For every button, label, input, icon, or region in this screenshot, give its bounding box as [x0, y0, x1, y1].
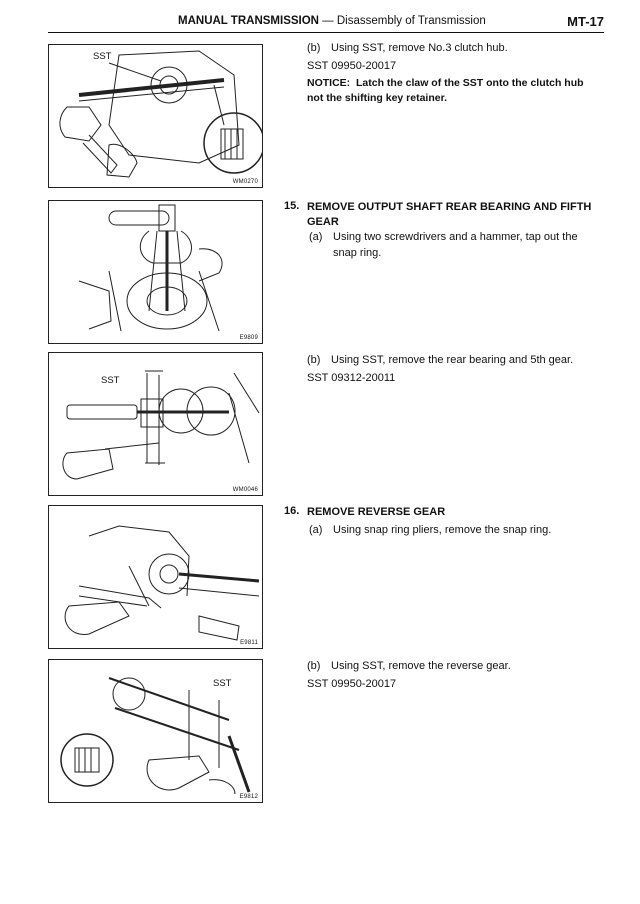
substep-text: Using snap ring pliers, remove the snap …: [333, 524, 552, 536]
figure-clutch-hub-removal: SST WM0270: [48, 44, 263, 188]
substep-text-line-1: Using two screwdrivers and a hammer, tap…: [333, 231, 578, 243]
illustration-clutch-hub: [59, 50, 262, 178]
page-header: MANUAL TRANSMISSION — Disassembly of Tra…: [48, 12, 604, 33]
substep-text: Using SST, remove the rear bearing and 5…: [331, 354, 574, 366]
sst-number: SST 09950-20017: [307, 60, 397, 72]
substep-label: (b): [307, 660, 321, 672]
illustration-snap-ring-hammer: [78, 204, 223, 332]
figure-code: WM0046: [232, 487, 258, 493]
figure-code: E9809: [239, 335, 258, 341]
sst-number: SST 09950-20017: [307, 678, 397, 690]
figure-reverse-snap-ring: E9811: [48, 505, 263, 649]
figure-rear-bearing-removal: SST WM0046: [48, 352, 263, 496]
illustration-snap-ring-pliers: [64, 525, 260, 641]
substep-text: Using two screwdrivers and a hammer, tap…: [333, 229, 578, 261]
illustration-reverse-gear-puller: [60, 677, 251, 795]
header-subtitle: — Disassembly of Transmission: [318, 15, 486, 27]
step-number: 15.: [284, 200, 300, 212]
figure-code: E9812: [239, 794, 258, 800]
substep-text: Using SST, remove the reverse gear.: [331, 660, 511, 672]
substep-text: Using SST, remove No.3 clutch hub.: [331, 42, 508, 54]
substep-text-line-2: snap ring.: [333, 247, 382, 259]
substep-label: (b): [307, 42, 321, 54]
notice-label: NOTICE:: [307, 77, 351, 89]
figure-sst-label: SST: [101, 375, 120, 386]
notice-line-1: Latch the claw of the SST onto the clutc…: [356, 77, 584, 89]
step-heading: REMOVE OUTPUT SHAFT REAR BEARING AND FIF…: [307, 200, 591, 230]
figure-code: WM0270: [232, 179, 258, 185]
figure-sst-label: SST: [213, 678, 232, 689]
substep-label: (b): [307, 354, 321, 366]
illustration-rear-bearing-puller: [62, 370, 260, 480]
header-title: MANUAL TRANSMISSION — Disassembly of Tra…: [178, 15, 486, 27]
sst-number: SST 09312-20011: [307, 372, 396, 384]
notice: NOTICE: Latch the claw of the SST onto t…: [307, 76, 607, 106]
figure-code: E9811: [240, 640, 258, 646]
step-heading-line-1: REMOVE OUTPUT SHAFT REAR BEARING AND FIF…: [307, 201, 592, 213]
header-section: MANUAL TRANSMISSION: [178, 15, 319, 27]
step-number: 16.: [284, 505, 300, 517]
substep-label: (a): [309, 524, 323, 536]
page-number: MT-17: [567, 14, 604, 29]
figure-reverse-gear-removal: SST E9812: [48, 659, 263, 803]
notice-line-2: not the shifting key retainer.: [307, 92, 448, 104]
figure-snap-ring-tap-out: E9809: [48, 200, 263, 344]
substep-label: (a): [309, 231, 323, 243]
step-heading: REMOVE REVERSE GEAR: [307, 506, 446, 518]
figure-sst-label: SST: [93, 51, 112, 62]
step-heading-line-2: GEAR: [307, 216, 339, 228]
